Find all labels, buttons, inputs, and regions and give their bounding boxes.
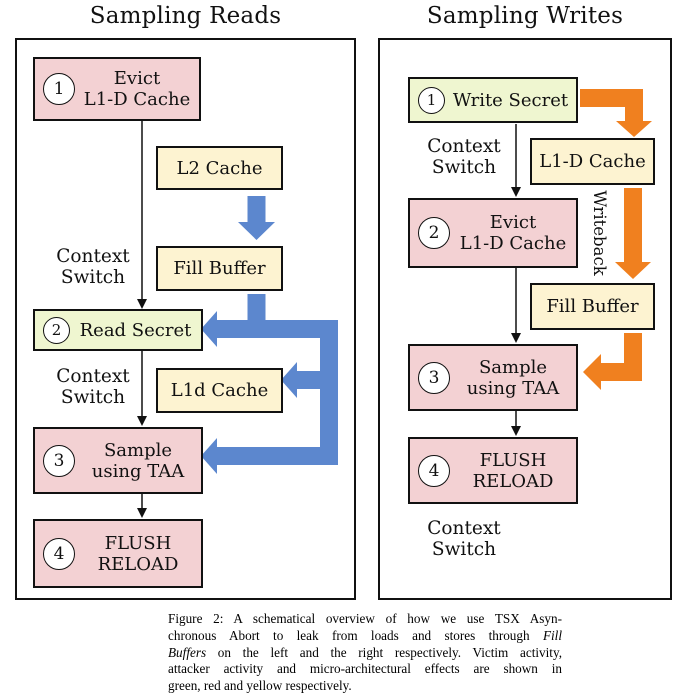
writes-evict-l1d-box: 2 Evict L1-D Cache — [408, 198, 578, 268]
orange-writeback-shaft — [624, 188, 642, 263]
caption-line: Figure 2: A schematical overview of how … — [168, 611, 562, 628]
orange-arrowhead-l1dcache — [616, 121, 652, 137]
caption-text: Figure 2: A schematical overview of how … — [168, 611, 562, 626]
writes-context-switch-label-2: Context Switch — [427, 518, 501, 560]
box-label: Evict L1-D Cache — [459, 212, 567, 254]
blue-band-to-l1d — [297, 371, 320, 389]
writeback-label: Writeback — [590, 190, 609, 276]
blue-band-to-readsecret — [217, 320, 338, 338]
box-label: Sample using TAA — [91, 439, 185, 482]
box-label: L1-D Cache — [539, 151, 646, 172]
thin-arrowhead — [511, 187, 521, 197]
blue-arrowhead-l1d — [281, 362, 297, 398]
writes-panel-title: Sampling Writes — [426, 3, 624, 29]
writes-write-secret-box: 1 Write Secret — [408, 77, 578, 123]
box-label: Fill Buffer — [546, 296, 639, 317]
writes-l1d-cache-box: L1-D Cache — [530, 138, 655, 185]
thin-arrowhead — [137, 508, 147, 518]
step-circle-3: 3 — [418, 361, 450, 394]
blue-segment-fillbuffer-down — [247, 294, 266, 322]
reads-l2-cache-box: L2 Cache — [156, 146, 283, 190]
orange-arrowhead-fillbuffer — [615, 262, 651, 279]
step-circle-3: 3 — [43, 444, 75, 477]
caption-line: chronous Abort to leak from loads and st… — [168, 628, 562, 645]
writes-sample-taa-box: 3 Sample using TAA — [408, 344, 578, 411]
step-circle-4: 4 — [418, 454, 450, 487]
reads-l1d-cache-box: L1d Cache — [156, 368, 283, 413]
box-label: Fill Buffer — [173, 258, 266, 279]
blue-band-to-sample — [217, 447, 338, 465]
thin-arrowhead — [137, 416, 147, 426]
caption-line: attacker activity and micro-architectura… — [168, 661, 562, 678]
box-label: FLUSH RELOAD — [472, 449, 554, 492]
caption-line: green, red and yellow respectively. — [168, 678, 562, 695]
thin-arrowhead — [511, 333, 521, 343]
reads-flush-reload-box: 4 FLUSH RELOAD — [33, 519, 203, 588]
reads-context-switch-label-2: Context Switch — [56, 366, 130, 408]
box-label: Read Secret — [79, 319, 192, 341]
blue-arrowhead-sample — [201, 438, 217, 474]
orange-arrowhead-sample — [583, 354, 601, 390]
caption-text: green, red and yellow respectively. — [168, 678, 352, 694]
reads-fill-buffer-box: Fill Buffer — [156, 246, 283, 291]
writes-context-switch-label-1: Context Switch — [427, 136, 501, 178]
step-circle-4: 4 — [43, 537, 75, 570]
caption-text: chronous Abort to leak from loads and st… — [168, 627, 543, 643]
blue-arrow-l2-to-fillbuffer — [238, 196, 275, 240]
figure-caption: Figure 2: A schematical overview of how … — [168, 611, 562, 695]
blue-trunk-vertical — [320, 320, 338, 465]
caption-line: Buffers on the left and the right respec… — [168, 645, 562, 662]
writes-fill-buffer-box: Fill Buffer — [530, 283, 655, 330]
step-circle-2: 2 — [43, 316, 70, 344]
step-circle-1: 1 — [43, 73, 75, 105]
orange-band-to-sample — [601, 363, 642, 381]
box-label: FLUSH RELOAD — [97, 532, 179, 575]
reads-panel-title: Sampling Reads — [89, 3, 282, 29]
box-label: L2 Cache — [176, 157, 263, 179]
writes-flush-reload-box: 4 FLUSH RELOAD — [408, 437, 578, 504]
thin-arrowhead — [137, 299, 147, 309]
caption-text: on the left and the right respectively. … — [206, 644, 562, 660]
reads-read-secret-box: 2 Read Secret — [33, 309, 203, 351]
orange-segment-down-to-l1d — [625, 89, 643, 122]
thin-arrowhead — [511, 426, 521, 436]
step-circle-2: 2 — [418, 217, 450, 249]
box-label: Sample using TAA — [466, 356, 560, 399]
box-label: Write Secret — [452, 89, 569, 111]
reads-evict-l1d-box: 1 Evict L1-D Cache — [33, 57, 201, 121]
caption-text: attacker activity and micro-architectura… — [168, 661, 562, 677]
caption-italic: Buffers — [168, 644, 207, 660]
reads-context-switch-label-1: Context Switch — [56, 246, 130, 288]
box-label: Evict L1-D Cache — [83, 68, 191, 110]
reads-sample-taa-box: 3 Sample using TAA — [33, 427, 203, 494]
blue-arrowhead-readsecret — [201, 311, 217, 347]
step-circle-1: 1 — [418, 86, 445, 114]
box-label: L1d Cache — [170, 380, 269, 401]
caption-italic: Fill — [542, 627, 562, 643]
